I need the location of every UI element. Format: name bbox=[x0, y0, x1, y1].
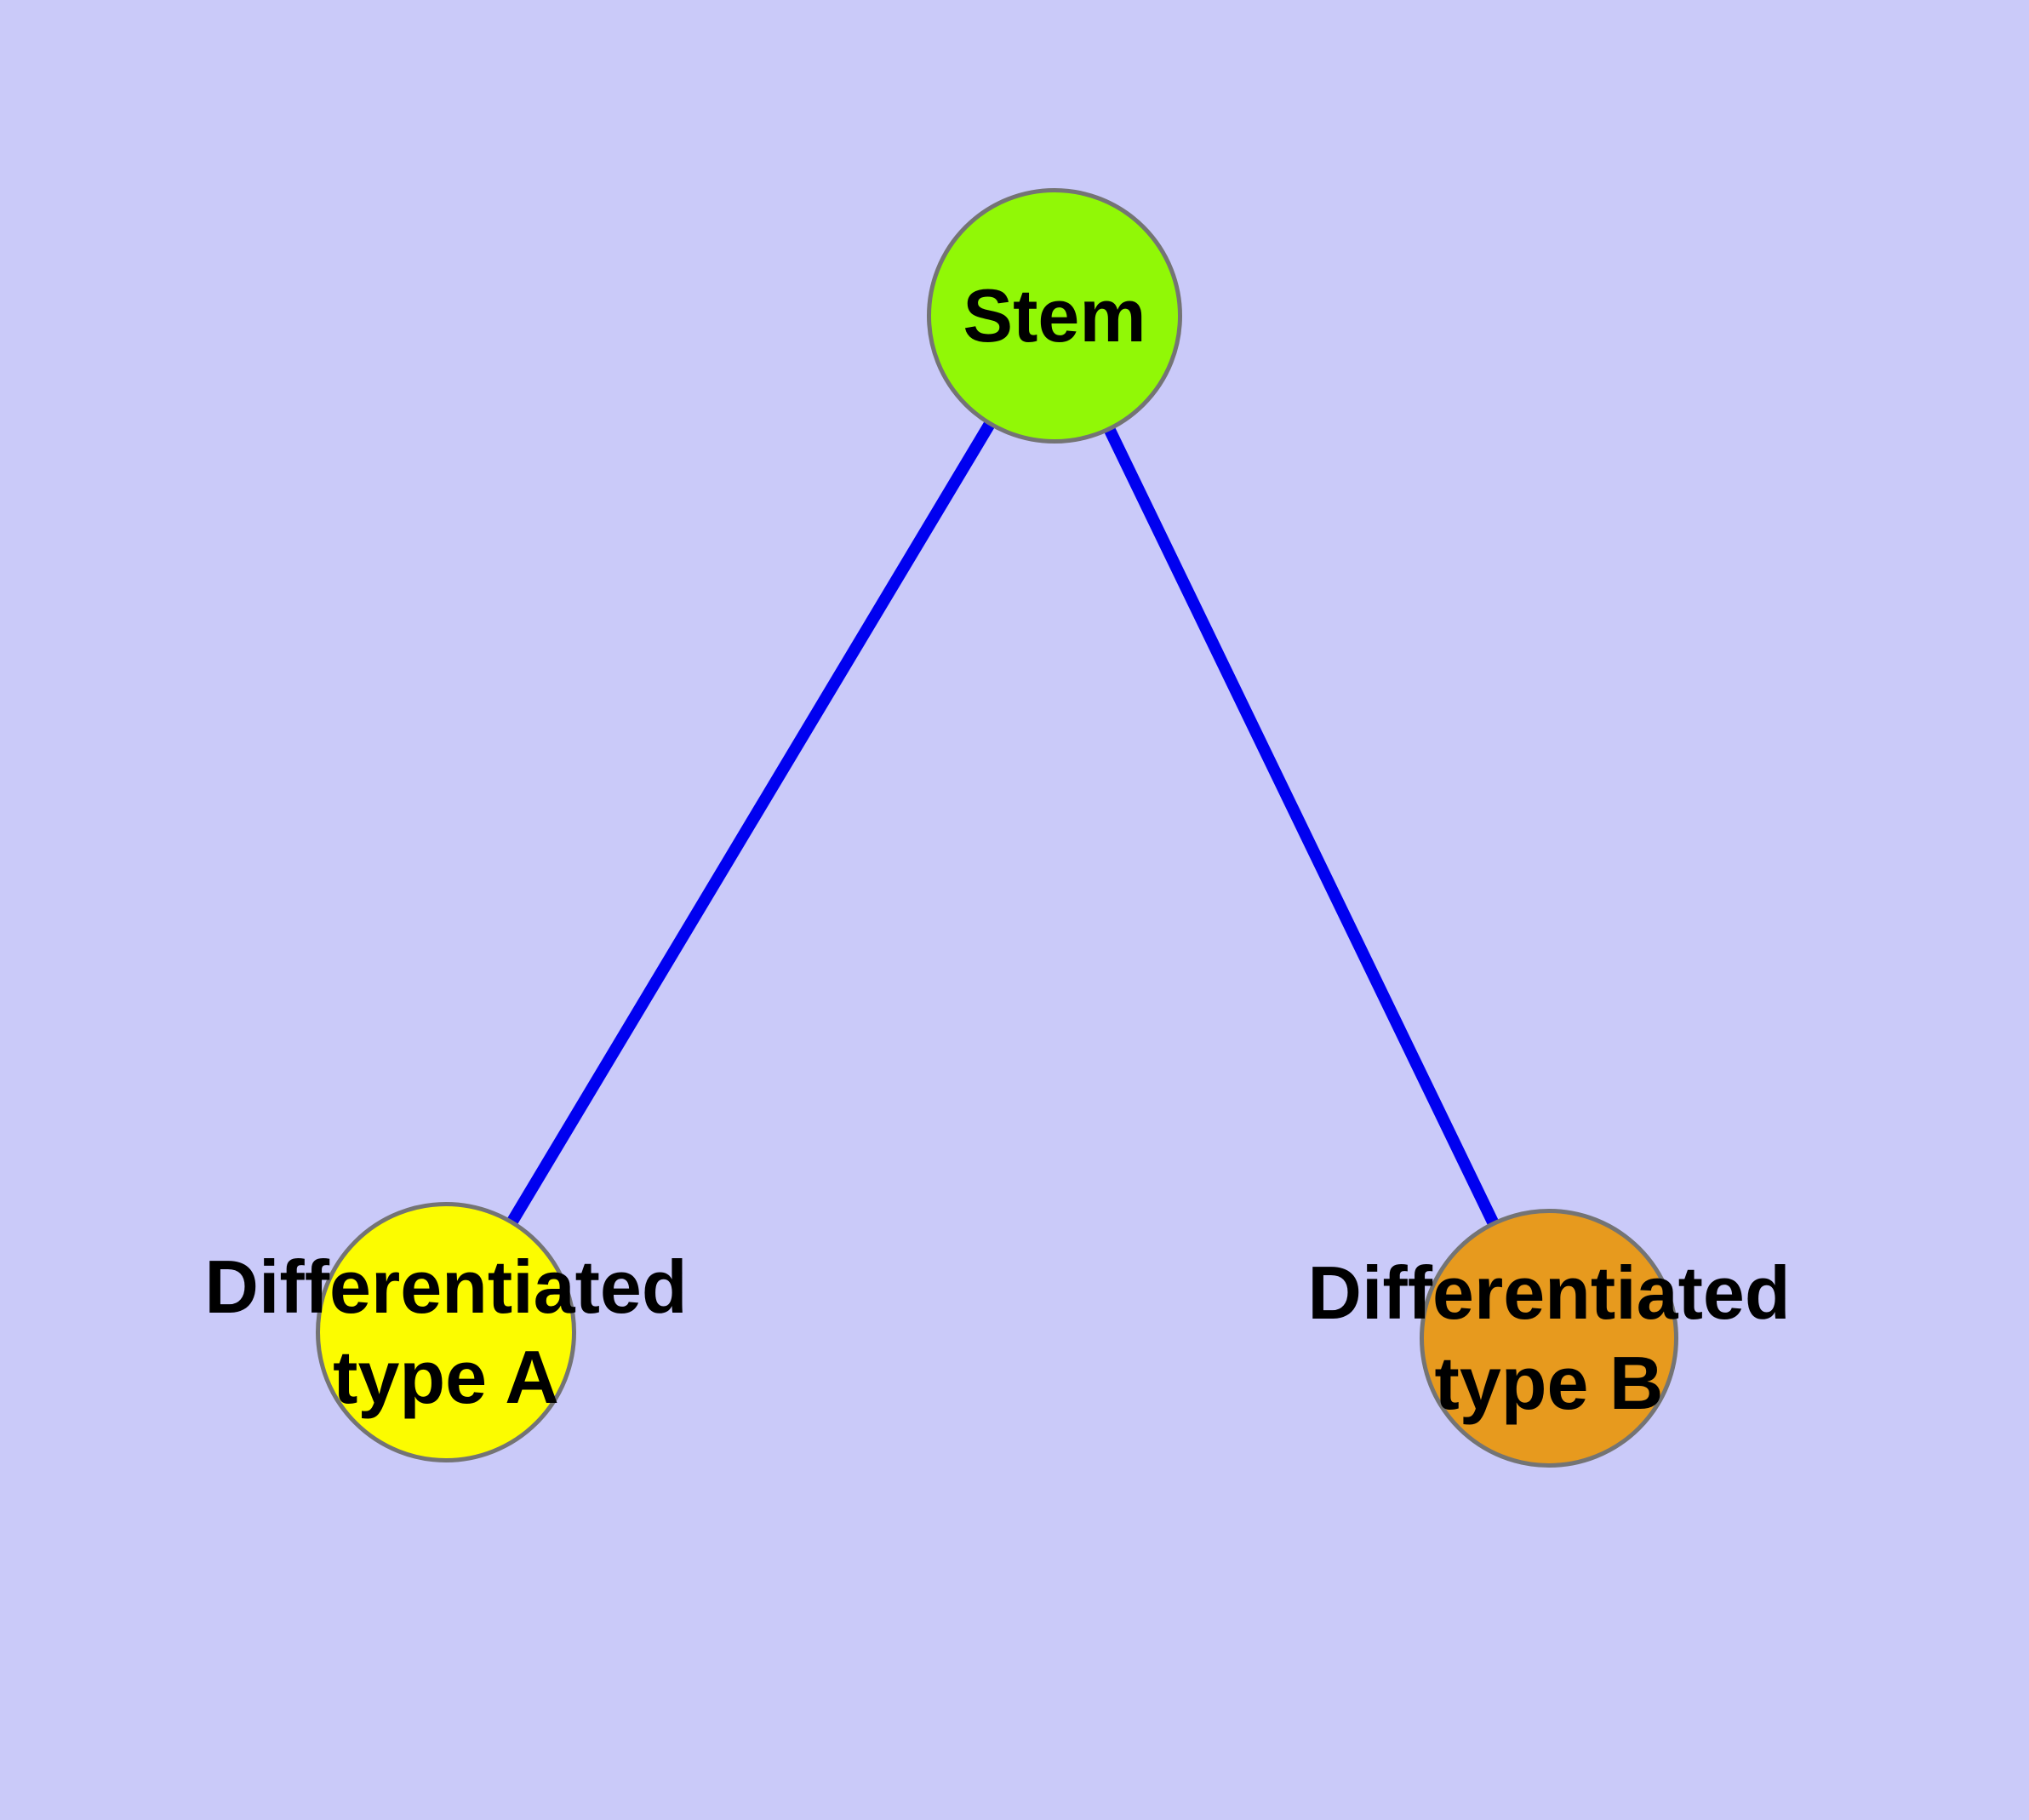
node-differentiated-type-b-label-line-1: Differentiated bbox=[1307, 1251, 1791, 1335]
edge-stem-to-differentiated-type-b bbox=[1049, 312, 1555, 1342]
node-stem-label: Stem bbox=[963, 271, 1146, 361]
node-differentiated-type-b-label: Differentiated type B bbox=[1307, 1248, 1790, 1428]
node-differentiated-type-b-label-line-2: type B bbox=[1434, 1341, 1664, 1425]
node-differentiated-type-a-label: Differentiated type A bbox=[204, 1242, 687, 1422]
node-stem: Stem bbox=[927, 188, 1182, 444]
node-differentiated-type-a-label-line-1: Differentiated bbox=[204, 1245, 688, 1329]
node-stem-label-line: Stem bbox=[963, 273, 1146, 358]
edge-stem-to-differentiated-type-a bbox=[440, 312, 1060, 1336]
node-differentiated-type-b: Differentiated type B bbox=[1307, 1209, 1791, 1468]
node-differentiated-type-a-label-line-2: type A bbox=[333, 1335, 559, 1419]
node-differentiated-type-a: Differentiated type A bbox=[204, 1202, 688, 1462]
